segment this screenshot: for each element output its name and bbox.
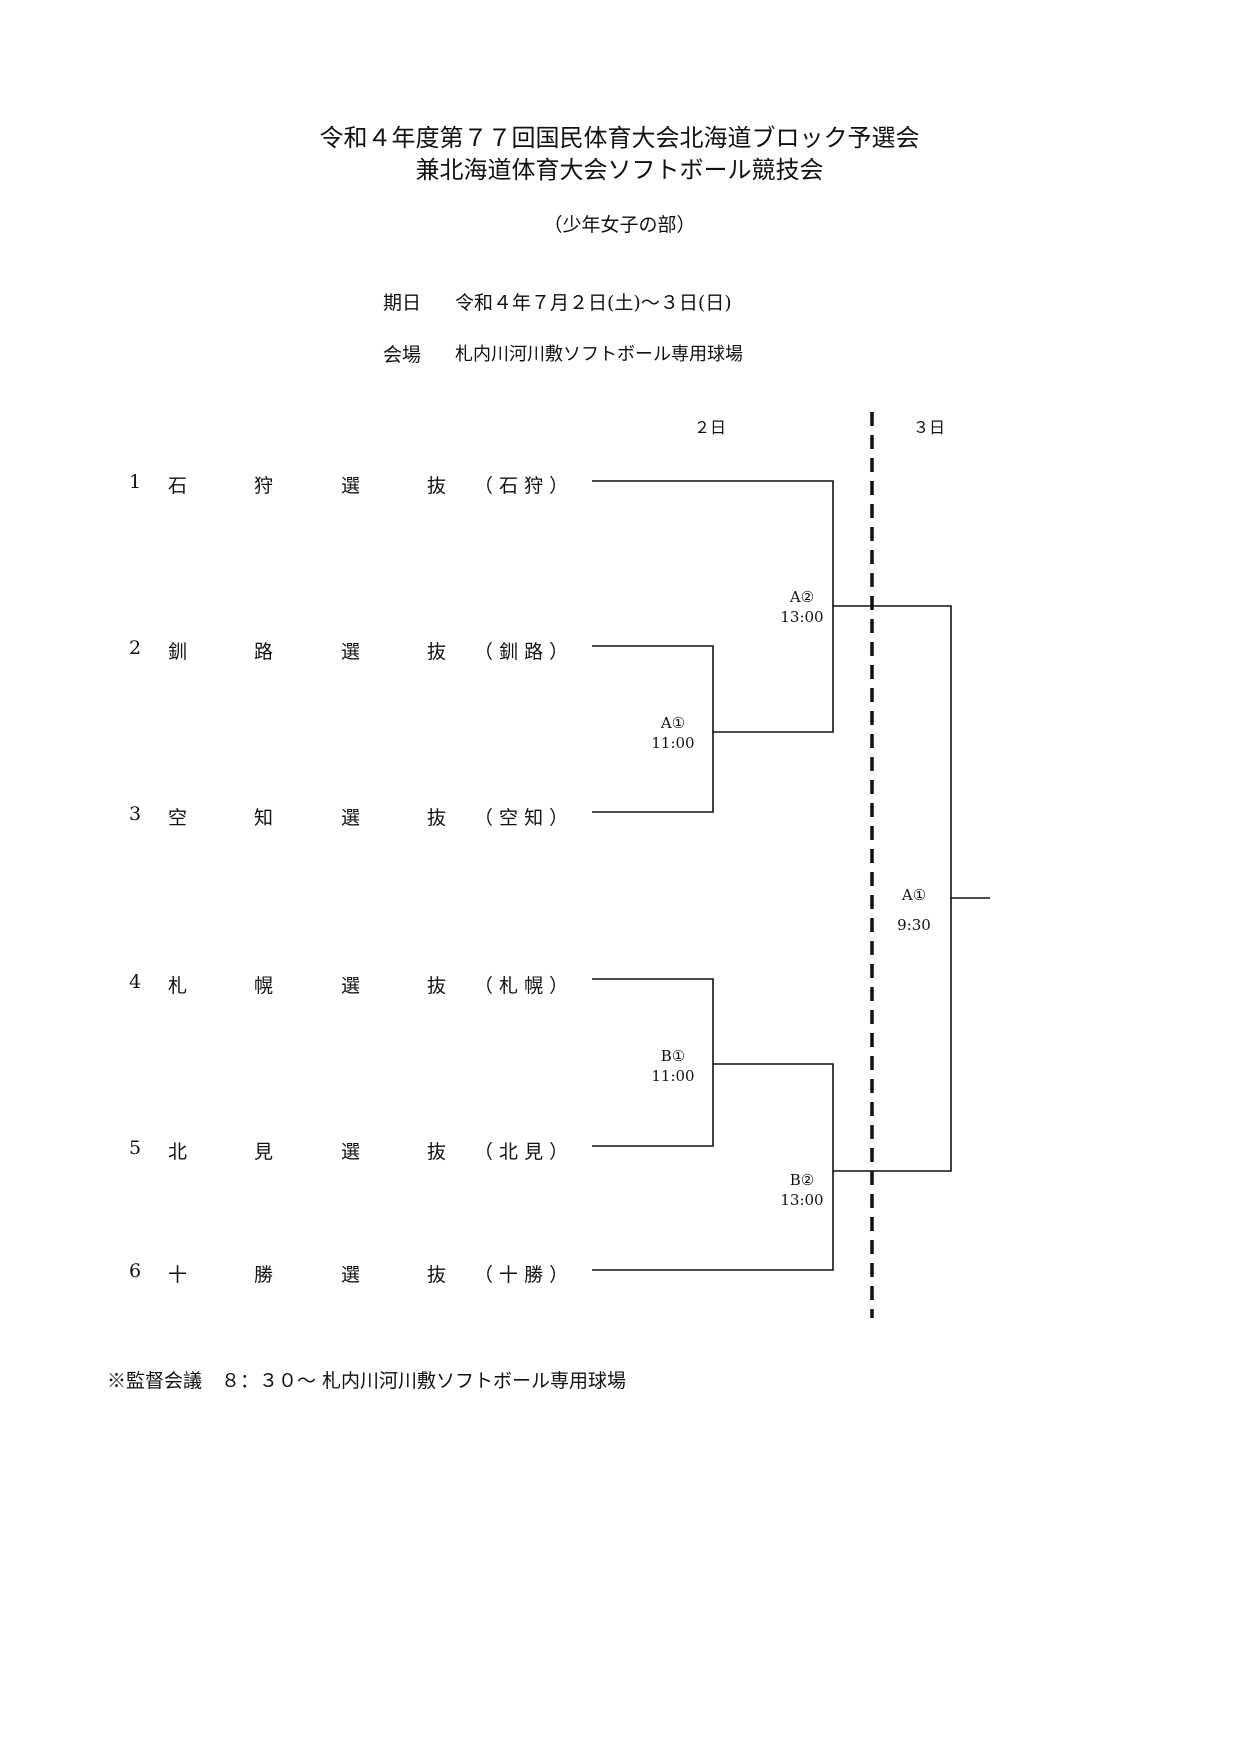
team-3-char-4: 抜	[427, 807, 447, 829]
match-b1-time: 11:00	[651, 1067, 695, 1085]
match-b1-label: B① 11:00	[633, 1046, 713, 1086]
date-value: 令和４年７月２日(土)～３日(日)	[455, 292, 732, 314]
team-3-region: （ 空 知 ）	[474, 807, 569, 829]
team-2-char-1: 釧	[168, 641, 188, 663]
team-5-char-3: 選	[341, 1141, 361, 1163]
team-2-char-2: 路	[254, 641, 274, 663]
bracket-line-team1	[592, 480, 834, 606]
match-b2-code: B②	[789, 1171, 815, 1189]
team-6-char-2: 勝	[254, 1264, 274, 1286]
match-a1-time: 11:00	[651, 734, 695, 752]
bracket-line-b1-out	[592, 1063, 834, 1271]
team-3-char-1: 空	[168, 807, 188, 829]
team-6-char-1: 十	[168, 1264, 188, 1286]
bracket-line-team4	[592, 978, 714, 1147]
team-1-region: （ 石 狩 ）	[474, 475, 569, 497]
match-final-label: A① 9:30	[874, 880, 954, 940]
bracket-line-a2-out	[833, 605, 952, 1172]
venue-label: 会場	[383, 344, 422, 366]
match-a2-label: A② 13:00	[762, 587, 842, 627]
team-2-region: （ 釧 路 ）	[474, 641, 569, 663]
team-4-char-2: 幌	[254, 975, 274, 997]
match-final-time: 9:30	[897, 916, 931, 934]
page-title: 令和４年度第７７回国民体育大会北海道ブロック予選会	[319, 124, 920, 152]
bracket-line-team2	[592, 645, 714, 813]
team-4-number: 4	[129, 971, 142, 993]
team-3-char-3: 選	[341, 807, 361, 829]
bracket-line-a1-out	[713, 606, 834, 733]
venue-value: 札内川河川敷ソフトボール専用球場	[455, 344, 743, 365]
team-4-char-3: 選	[341, 975, 361, 997]
team-4-char-1: 札	[168, 975, 188, 997]
match-a1-label: A① 11:00	[633, 713, 713, 753]
date-label: 期日	[383, 292, 422, 314]
page-subtitle: 兼北海道体育大会ソフトボール競技会	[415, 156, 824, 184]
team-4-region: （ 札 幌 ）	[474, 975, 569, 997]
team-1-number: 1	[129, 471, 142, 493]
match-b1-code: B①	[660, 1047, 686, 1065]
team-4-char-4: 抜	[427, 975, 447, 997]
team-6-region: （ 十 勝 ）	[474, 1264, 569, 1286]
match-a2-time: 13:00	[780, 608, 824, 626]
match-final-code: A①	[901, 886, 927, 904]
team-5-char-4: 抜	[427, 1141, 447, 1163]
managers-meeting-note: ※監督会議 ８：３０～ 札内川河川敷ソフトボール専用球場	[107, 1370, 627, 1392]
day-header-2: ３日	[913, 418, 946, 437]
match-a1-code: A①	[660, 714, 686, 732]
team-1-char-1: 石	[168, 475, 188, 497]
team-6-char-4: 抜	[427, 1264, 447, 1286]
team-2-char-4: 抜	[427, 641, 447, 663]
team-1-char-4: 抜	[427, 475, 447, 497]
team-6-char-3: 選	[341, 1264, 361, 1286]
team-1-char-2: 狩	[254, 475, 274, 497]
day-header-1: ２日	[694, 418, 727, 437]
team-3-char-2: 知	[254, 807, 274, 829]
team-5-region: （ 北 見 ）	[474, 1141, 569, 1163]
team-2-char-3: 選	[341, 641, 361, 663]
team-1-char-3: 選	[341, 475, 361, 497]
division-label: （少年女子の部）	[543, 214, 696, 236]
match-b2-time: 13:00	[780, 1191, 824, 1209]
team-3-number: 3	[129, 803, 142, 825]
match-a2-code: A②	[789, 588, 815, 606]
team-5-char-2: 見	[254, 1141, 274, 1163]
team-5-number: 5	[129, 1137, 142, 1159]
team-6-number: 6	[129, 1260, 142, 1282]
match-b2-label: B② 13:00	[762, 1170, 842, 1210]
team-2-number: 2	[129, 637, 142, 659]
team-5-char-1: 北	[168, 1141, 188, 1163]
